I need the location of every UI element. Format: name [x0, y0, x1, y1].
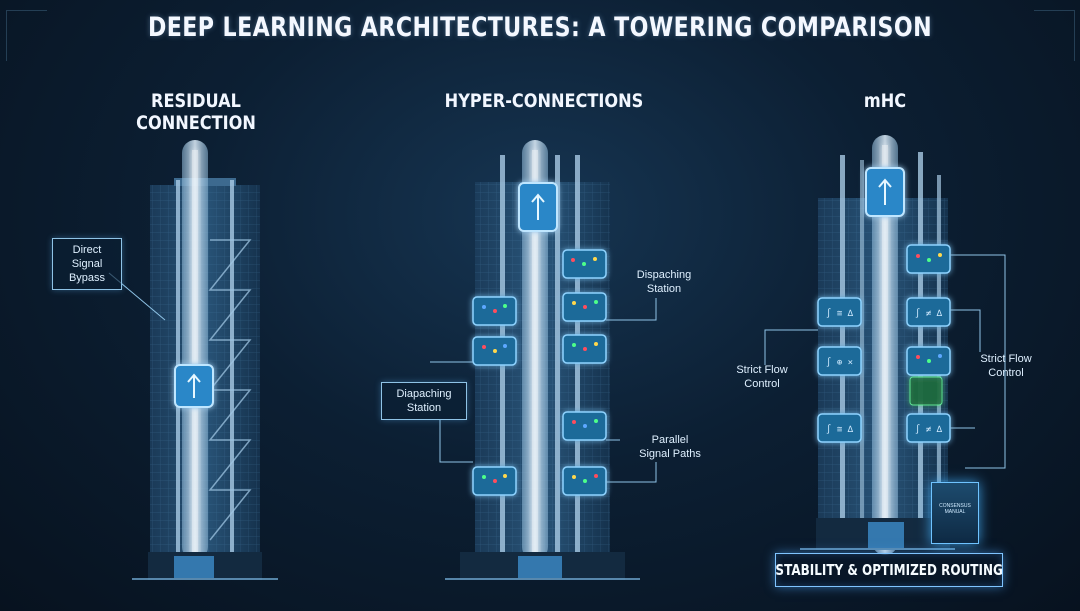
strict-flow-control-label-left: Strict Flow Control	[722, 363, 802, 391]
parallel-signal-paths-label: Parallel Signal Paths	[625, 433, 715, 461]
callout-line: Station	[406, 402, 442, 414]
callout-line: Bypass	[68, 272, 106, 284]
svg-text:∫ ≅ ∆: ∫ ≅ ∆	[826, 424, 854, 435]
consensus-manual-book-icon: CONSENSUS MANUAL	[931, 482, 979, 544]
svg-text:∫ ≠ ∆: ∫ ≠ ∆	[915, 308, 943, 319]
corner-frame-top-right	[1034, 10, 1075, 61]
label-line: Signal Paths	[639, 448, 701, 460]
elevator-car-icon	[518, 182, 558, 232]
label-line: Station	[646, 283, 682, 295]
callout-line: Direct Signal	[71, 244, 103, 270]
svg-text:∫ ≠ ∆: ∫ ≠ ∆	[915, 424, 943, 435]
svg-text:∫ ⊕ ×: ∫ ⊕ ×	[826, 357, 853, 368]
page-title: DEEP LEARNING ARCHITECTURES: A TOWERING …	[147, 12, 933, 43]
label-line: Parallel	[651, 434, 689, 446]
svg-text:∫ ≅ ∆: ∫ ≅ ∆	[826, 308, 854, 319]
flow-control-stations	[817, 244, 951, 443]
label-line: Strict Flow	[736, 364, 788, 376]
elevator-car-icon	[865, 167, 905, 217]
stability-routing-badge: STABILITY & OPTIMIZED ROUTING	[775, 553, 1003, 587]
book-label: CONSENSUS MANUAL	[939, 503, 971, 515]
hyper-title: HYPER-CONNECTIONS	[444, 90, 644, 112]
corner-frame-top-left	[6, 10, 47, 61]
residual-tower	[108, 140, 278, 580]
station-glyphs: ∫ ≅ ∆ ∫ ≠ ∆ ∫ ⊕ × ∫ ≅ ∆ ∫ ≠ ∆	[826, 253, 943, 435]
dispatching-station-label-right: Dispaching Station	[622, 268, 706, 296]
mhc-tower: ∫ ≅ ∆ ∫ ≠ ∆ ∫ ⊕ × ∫ ≅ ∆ ∫ ≠ ∆	[764, 135, 1006, 555]
dispatching-station-callout-left: Diapaching Station	[381, 382, 467, 420]
label-line: Strict Flow	[980, 353, 1032, 365]
elevator-car-icon	[174, 364, 214, 408]
direct-signal-bypass-callout: Direct Signal Bypass	[52, 238, 122, 290]
badge-text: STABILITY & OPTIMIZED ROUTING	[775, 561, 1003, 579]
label-line: Control	[744, 378, 780, 390]
label-line: Control	[988, 367, 1024, 379]
strict-flow-control-label-right: Strict Flow Control	[964, 352, 1048, 380]
callout-line: Diapaching	[396, 388, 452, 400]
label-line: Dispaching	[636, 269, 692, 281]
signal-dots	[482, 257, 598, 483]
mhc-title: mHC	[863, 90, 907, 112]
hyper-tower	[430, 140, 657, 580]
residual-title: RESIDUAL CONNECTION	[136, 90, 256, 134]
